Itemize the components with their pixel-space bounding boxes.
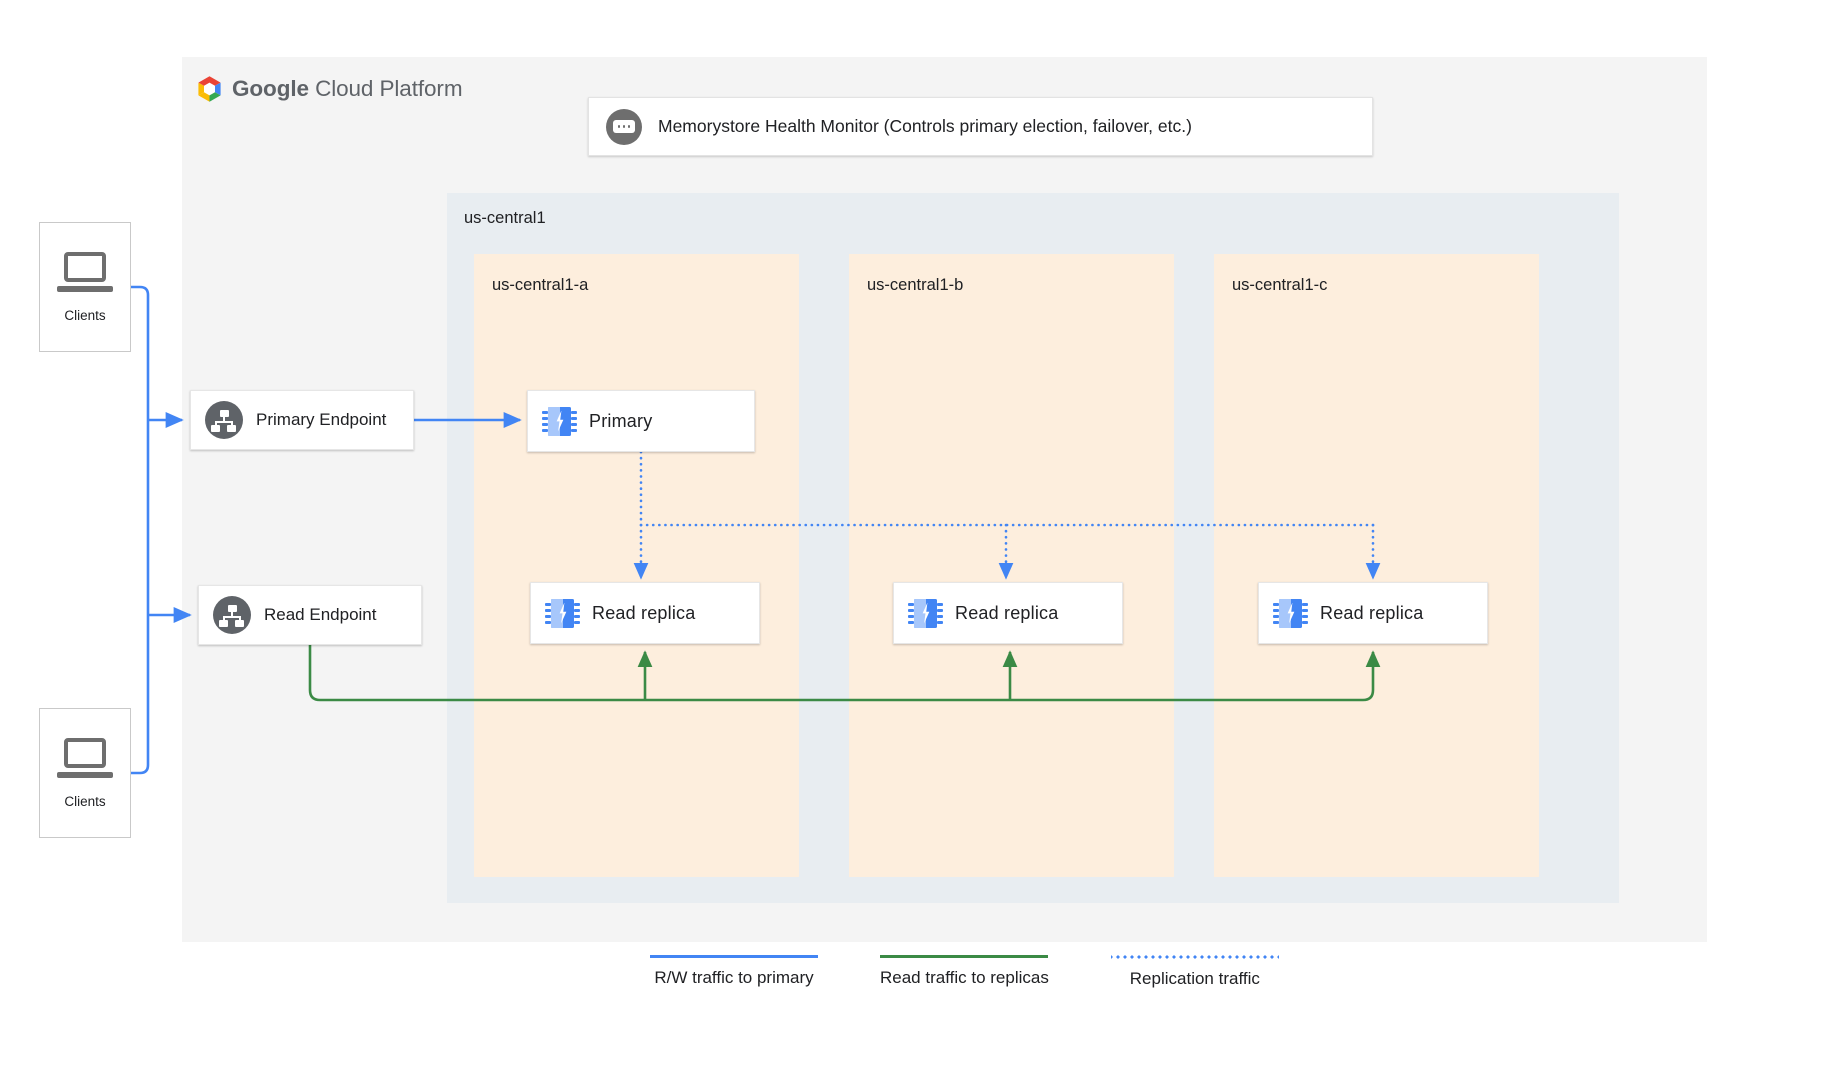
clients-label-bottom: Clients — [64, 793, 106, 809]
node-card-read-replica-b[interactable]: Read replica — [893, 582, 1123, 644]
zone-label-c: us-central1-c — [1232, 276, 1328, 294]
node-card-read-replica-c[interactable]: Read replica — [1258, 582, 1488, 644]
gcp-wordmark: Google Cloud Platform — [232, 76, 463, 102]
endpoint-hierarchy-icon — [213, 596, 251, 634]
laptop-icon — [57, 737, 113, 780]
wire-clients-bus — [131, 285, 150, 775]
primary-endpoint-card[interactable]: Primary Endpoint — [190, 390, 414, 450]
read-endpoint-label: Read Endpoint — [264, 605, 377, 624]
gcp-wordmark-cloud-platform: Cloud Platform — [315, 76, 463, 101]
legend-item-rw-traffic: R/W traffic to primary — [650, 955, 818, 988]
legend-swatch-green-solid — [880, 955, 1049, 958]
node-card-read-replica-a[interactable]: Read replica — [530, 582, 760, 644]
node-label-read-replica-c: Read replica — [1320, 602, 1424, 623]
gcp-branding: Google Cloud Platform — [196, 74, 463, 104]
node-label-read-replica-a: Read replica — [592, 602, 696, 623]
region-label: us-central1 — [464, 209, 546, 227]
memorystore-chip-icon — [545, 596, 580, 631]
primary-endpoint-label: Primary Endpoint — [256, 410, 387, 429]
memorystore-chip-icon — [542, 404, 577, 439]
endpoint-hierarchy-icon — [205, 401, 243, 439]
legend-item-replication-traffic: Replication traffic — [1110, 955, 1279, 989]
node-label-read-replica-b: Read replica — [955, 602, 1059, 623]
legend-swatch-blue-dotted — [1110, 955, 1279, 959]
clients-box-bottom: Clients — [39, 708, 131, 838]
legend-item-read-traffic: Read traffic to replicas — [880, 955, 1049, 988]
node-label-primary: Primary — [589, 410, 653, 431]
health-monitor-banner: Memorystore Health Monitor (Controls pri… — [588, 97, 1373, 156]
google-cloud-hexagon-logo — [196, 75, 223, 104]
legend-swatch-blue-solid — [650, 955, 818, 958]
zone-label-a: us-central1-a — [492, 276, 589, 294]
legend-label-replication-traffic: Replication traffic — [1129, 969, 1260, 988]
clients-box-top: Clients — [39, 222, 131, 352]
node-card-primary[interactable]: Primary — [527, 390, 755, 452]
zone-label-b: us-central1-b — [867, 276, 964, 294]
legend: R/W traffic to primary Read traffic to r… — [650, 955, 1279, 989]
legend-label-rw-traffic: R/W traffic to primary — [654, 968, 814, 987]
health-monitor-label: Memorystore Health Monitor (Controls pri… — [658, 116, 1192, 136]
legend-label-read-traffic: Read traffic to replicas — [880, 968, 1049, 987]
health-monitor-icon — [606, 108, 642, 145]
wire-read-endpoint-bus — [308, 645, 1381, 702]
clients-label-top: Clients — [64, 307, 106, 323]
read-endpoint-card[interactable]: Read Endpoint — [198, 585, 422, 645]
memorystore-chip-icon — [908, 596, 943, 631]
laptop-icon — [57, 251, 113, 294]
gcp-wordmark-google: Google — [232, 76, 309, 101]
memorystore-chip-icon — [1273, 596, 1308, 631]
